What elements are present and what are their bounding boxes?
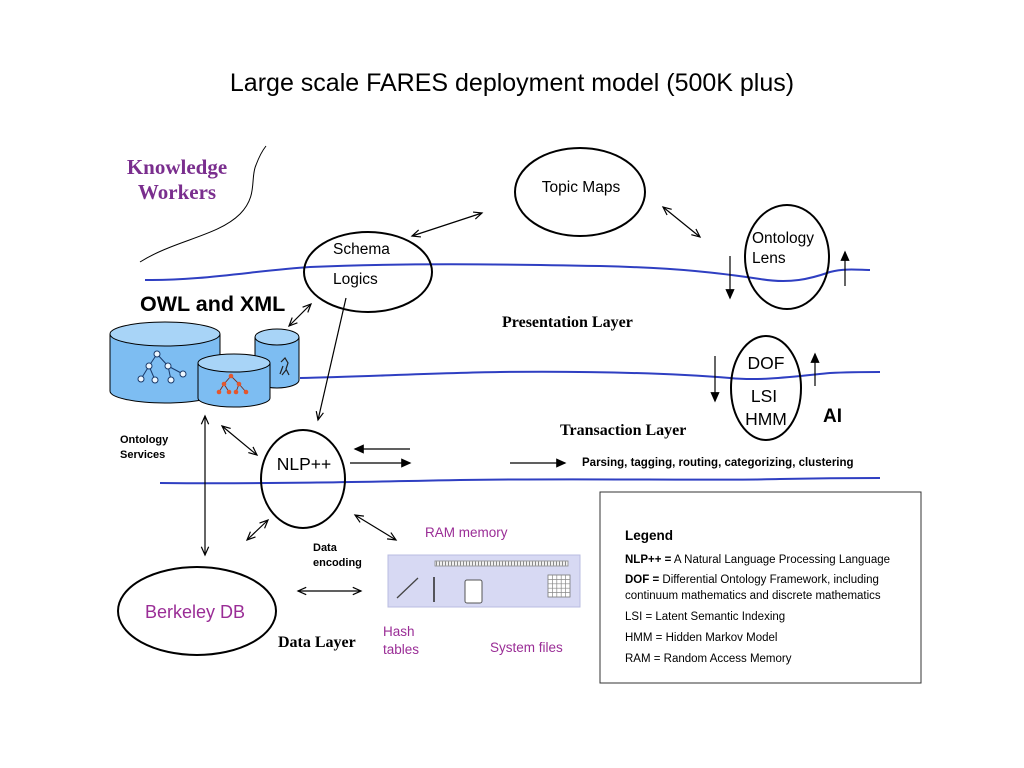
data-layer-label: Data Layer	[278, 634, 356, 651]
arrowhead	[472, 211, 484, 220]
hmm-label: HMM	[745, 409, 787, 429]
data-encoding-label: encoding	[313, 557, 362, 569]
arrow-schema-nlp	[317, 297, 347, 421]
arrowhead	[200, 414, 210, 425]
data-encoding-label: Data	[313, 542, 338, 554]
ontology-lens-node: Ontology Lens	[744, 204, 830, 310]
legend-term: NLP++ =	[625, 554, 672, 566]
berkeley-db-label: Berkeley DB	[145, 602, 245, 622]
ontology-lens-label: Ontology	[752, 230, 814, 247]
legend-box: Legend NLP++ = A Natural Language Proces…	[599, 491, 922, 684]
legend-term: HMM =	[625, 632, 663, 644]
ontology-lens-label: Lens	[752, 250, 786, 267]
hash-tables-label: tables	[383, 642, 419, 657]
arrow-nlp-ram	[354, 514, 397, 541]
legend-definition-continued: continuum mathematics and discrete mathe…	[625, 590, 881, 602]
legend-definition: Differential Ontology Framework, includi…	[662, 574, 878, 586]
arrowhead	[248, 446, 259, 456]
tree-graph-icon	[216, 373, 249, 395]
arrowhead	[810, 352, 820, 363]
knowledge-workers-label: Workers	[138, 180, 216, 204]
legend-definition: A Natural Language Processing Language	[674, 554, 890, 566]
presentation-layer-line	[144, 263, 871, 282]
arrowhead	[556, 458, 567, 468]
transaction-layer-label: Transaction Layer	[560, 422, 686, 439]
owl-xml-label: OWL and XML	[140, 292, 285, 316]
ontology-services-label: Services	[120, 449, 165, 461]
hash-tables-label: Hash	[383, 624, 415, 639]
arrowhead	[410, 229, 422, 238]
topic-maps-label: Topic Maps	[542, 179, 621, 196]
arrow-topic-maps-ontology-lens	[662, 206, 701, 238]
arrowhead	[353, 444, 364, 454]
arrowhead	[315, 411, 324, 422]
ontology-graph-icon	[137, 350, 187, 384]
legend-entry: LSI = Latent Semantic Indexing	[625, 611, 785, 623]
knowledge-workers-boundary	[139, 145, 267, 263]
nlp-label: NLP++	[277, 454, 331, 474]
legend-definition: Latent Semantic Indexing	[655, 611, 785, 623]
logics-label: Logics	[333, 271, 378, 288]
grid-icon	[547, 574, 571, 598]
arrowhead	[302, 302, 313, 313]
ontology-services-label: Ontology	[120, 434, 169, 446]
legend-entry: RAM = Random Access Memory	[625, 653, 792, 665]
arrow-nlp-berkeley-db	[246, 519, 269, 541]
legend-definition: Hidden Markov Model	[666, 632, 778, 644]
legend-entry: NLP++ = A Natural Language Processing La…	[625, 554, 890, 566]
arrowhead	[259, 518, 270, 529]
dof-label: DOF	[748, 353, 785, 373]
arrowhead	[352, 586, 363, 596]
arrowhead	[691, 228, 702, 238]
legend-term: DOF =	[625, 574, 659, 586]
arrowhead	[710, 392, 720, 403]
legend-term: RAM =	[625, 653, 661, 665]
arrowhead	[296, 586, 307, 596]
arrowhead	[840, 250, 850, 261]
connector-arrows	[200, 206, 850, 596]
arrowhead	[401, 458, 412, 468]
arrowhead	[200, 546, 210, 557]
ai-label: AI	[823, 406, 842, 427]
data-layer-line	[159, 477, 881, 485]
arrowhead	[353, 514, 365, 523]
arrowhead	[287, 317, 298, 328]
ram-memory-label: RAM memory	[425, 525, 508, 540]
schema-label: Schema	[333, 241, 390, 258]
figure-glyph-icon	[279, 357, 290, 376]
database-cylinder-icon	[109, 321, 300, 408]
arrow-schema-topic-maps	[411, 212, 483, 237]
legend-entry: HMM = Hidden Markov Model	[625, 632, 777, 644]
arrowhead	[386, 532, 398, 541]
arrowhead	[245, 531, 256, 542]
arrowhead	[725, 289, 735, 300]
dof-lsi-hmm-node: DOF LSI HMM	[730, 335, 802, 441]
parsing-description: Parsing, tagging, routing, categorizing,…	[582, 457, 854, 469]
transaction-layer-line	[299, 370, 881, 381]
system-files-label: System files	[490, 640, 563, 655]
nlp-node: NLP++	[260, 429, 346, 529]
berkeley-db-node: Berkeley DB	[117, 566, 277, 656]
arrowhead	[220, 425, 231, 435]
page-title: Large scale FARES deployment model (500K…	[230, 69, 794, 97]
lsi-label: LSI	[751, 386, 777, 406]
knowledge-workers-label: Knowledge	[127, 155, 227, 179]
arrow-ontology-services-nlp	[221, 425, 258, 456]
legend-entry: DOF = Differential Ontology Framework, i…	[625, 574, 879, 586]
legend-term: LSI =	[625, 611, 652, 623]
memory-module-icon	[387, 554, 581, 608]
arrowhead	[661, 206, 672, 216]
arrow-owl-schema	[288, 303, 312, 327]
schema-logics-node: Schema Logics	[303, 231, 433, 313]
legend-title: Legend	[625, 528, 673, 543]
topic-maps-node: Topic Maps	[514, 147, 646, 237]
presentation-layer-label: Presentation Layer	[502, 314, 633, 331]
legend-definition: Random Access Memory	[664, 653, 792, 665]
